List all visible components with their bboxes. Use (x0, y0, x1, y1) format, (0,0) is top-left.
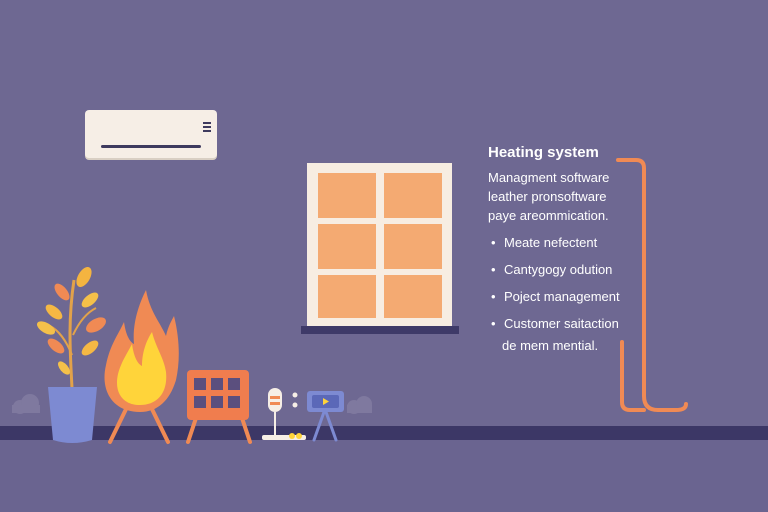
ac-grill-line (203, 122, 211, 124)
window-pane (384, 224, 442, 269)
window-pane (384, 173, 442, 218)
window-pane (318, 224, 376, 269)
window-icon (307, 163, 452, 326)
window-pane (318, 173, 376, 218)
list-item-continuation: de mem mential. (502, 338, 599, 353)
heating-pipe-icon (616, 158, 688, 412)
description-line: paye areommication. (488, 208, 609, 223)
ac-vent (101, 145, 201, 148)
potted-plant-icon (36, 267, 106, 443)
floor (0, 440, 768, 512)
bush-icon (12, 394, 372, 414)
window-pane (384, 275, 442, 318)
thermostat-icon (262, 388, 306, 440)
list-item: Customer saitaction (488, 315, 638, 342)
info-description: Managment software leather pronsoftware … (488, 168, 638, 225)
description-line: leather pronsoftware (488, 189, 607, 204)
list-item: Meate nefectent (488, 234, 638, 261)
description-line: Managment software (488, 170, 610, 185)
ac-grill-line (203, 130, 211, 132)
feature-list: Meate nefectent Cantygogy odution Poject… (488, 234, 638, 342)
window-sill (301, 326, 459, 334)
info-title: Heating system (488, 144, 599, 161)
list-item: Cantygogy odution (488, 261, 638, 288)
ac-grill-line (203, 126, 211, 128)
radiator-icon (186, 370, 252, 444)
list-item: Poject management (488, 288, 638, 315)
monitor-icon (307, 391, 344, 442)
fire-icon (104, 290, 179, 444)
air-conditioner-icon (85, 110, 217, 158)
window-pane (318, 275, 376, 318)
